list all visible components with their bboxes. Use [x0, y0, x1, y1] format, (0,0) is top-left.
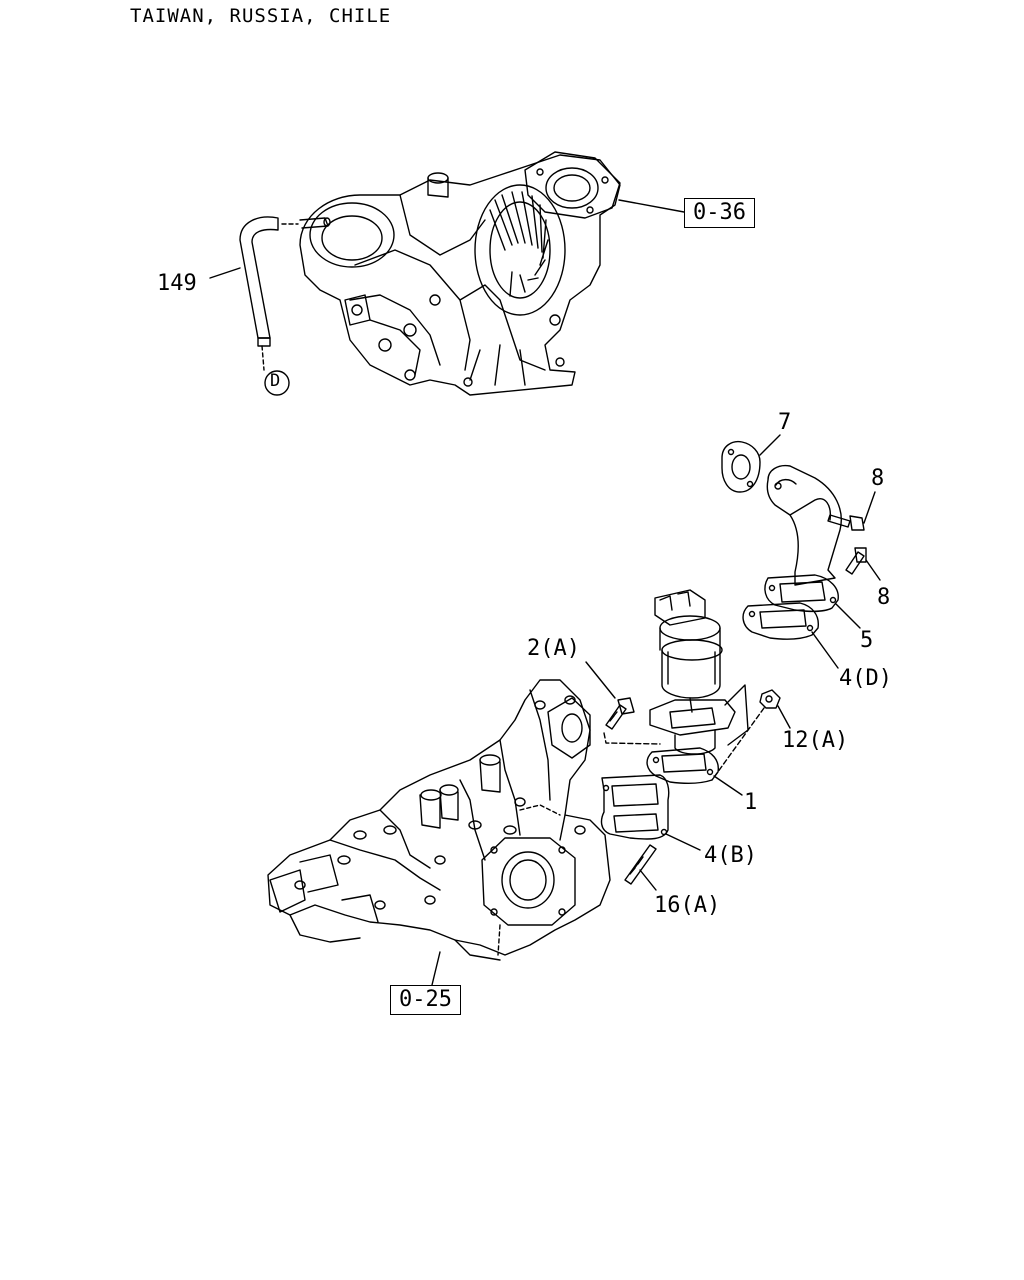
- gasket-4d-drawing: [743, 603, 818, 639]
- callout-12a[interactable]: 12(A): [782, 728, 849, 753]
- leader-2a: [586, 662, 615, 698]
- leader-5: [836, 604, 860, 628]
- ref-d-circle: [265, 371, 289, 395]
- callout-4b[interactable]: 4(B): [704, 843, 757, 868]
- nut-12a-drawing: [760, 690, 780, 708]
- turbocharger-drawing: [300, 152, 620, 395]
- leader-1: [714, 776, 742, 795]
- line-12a-dashed: [712, 708, 764, 780]
- leader-8a: [864, 492, 875, 523]
- line-2a-dashed: [604, 733, 660, 744]
- egr-valve-drawing: [650, 590, 748, 754]
- leader-4d: [812, 632, 838, 668]
- callout-149[interactable]: 149: [157, 271, 197, 296]
- leader-16a: [640, 870, 656, 890]
- gasket-7-drawing: [722, 442, 760, 492]
- bolt-2a-drawing: [606, 698, 634, 729]
- callout-d[interactable]: D: [270, 371, 281, 391]
- gasket-4b-drawing: [602, 775, 669, 839]
- market-header: TAIWAN, RUSSIA, CHILE: [130, 5, 392, 27]
- hose-149-drawing: [240, 217, 298, 370]
- callout-8-upper[interactable]: 8: [871, 466, 885, 491]
- egr-pipe-drawing: [767, 466, 841, 585]
- leader-7: [760, 435, 780, 455]
- callout-2a[interactable]: 2(A): [527, 636, 580, 661]
- gasket-1-drawing: [647, 748, 718, 783]
- callout-7[interactable]: 7: [778, 410, 792, 435]
- leader-0-25: [432, 952, 440, 985]
- leader-4b: [666, 834, 700, 850]
- ref-0-25-box[interactable]: 0-25: [390, 985, 461, 1015]
- gasket-5-drawing: [765, 575, 838, 611]
- intake-manifold-drawing: [268, 680, 610, 960]
- callout-1[interactable]: 1: [744, 790, 758, 815]
- leader-149: [210, 268, 240, 278]
- leader-8b: [866, 560, 880, 580]
- ref-0-36-box[interactable]: 0-36: [684, 198, 755, 228]
- leader-0-36: [619, 200, 684, 212]
- callout-5[interactable]: 5: [860, 628, 874, 653]
- callout-8-lower[interactable]: 8: [877, 585, 891, 610]
- leader-12a: [778, 706, 790, 728]
- stud-16a-drawing: [625, 845, 656, 884]
- callout-4d[interactable]: 4(D): [839, 666, 892, 691]
- bolts-8-drawing: [828, 515, 866, 574]
- callout-16a[interactable]: 16(A): [654, 893, 721, 918]
